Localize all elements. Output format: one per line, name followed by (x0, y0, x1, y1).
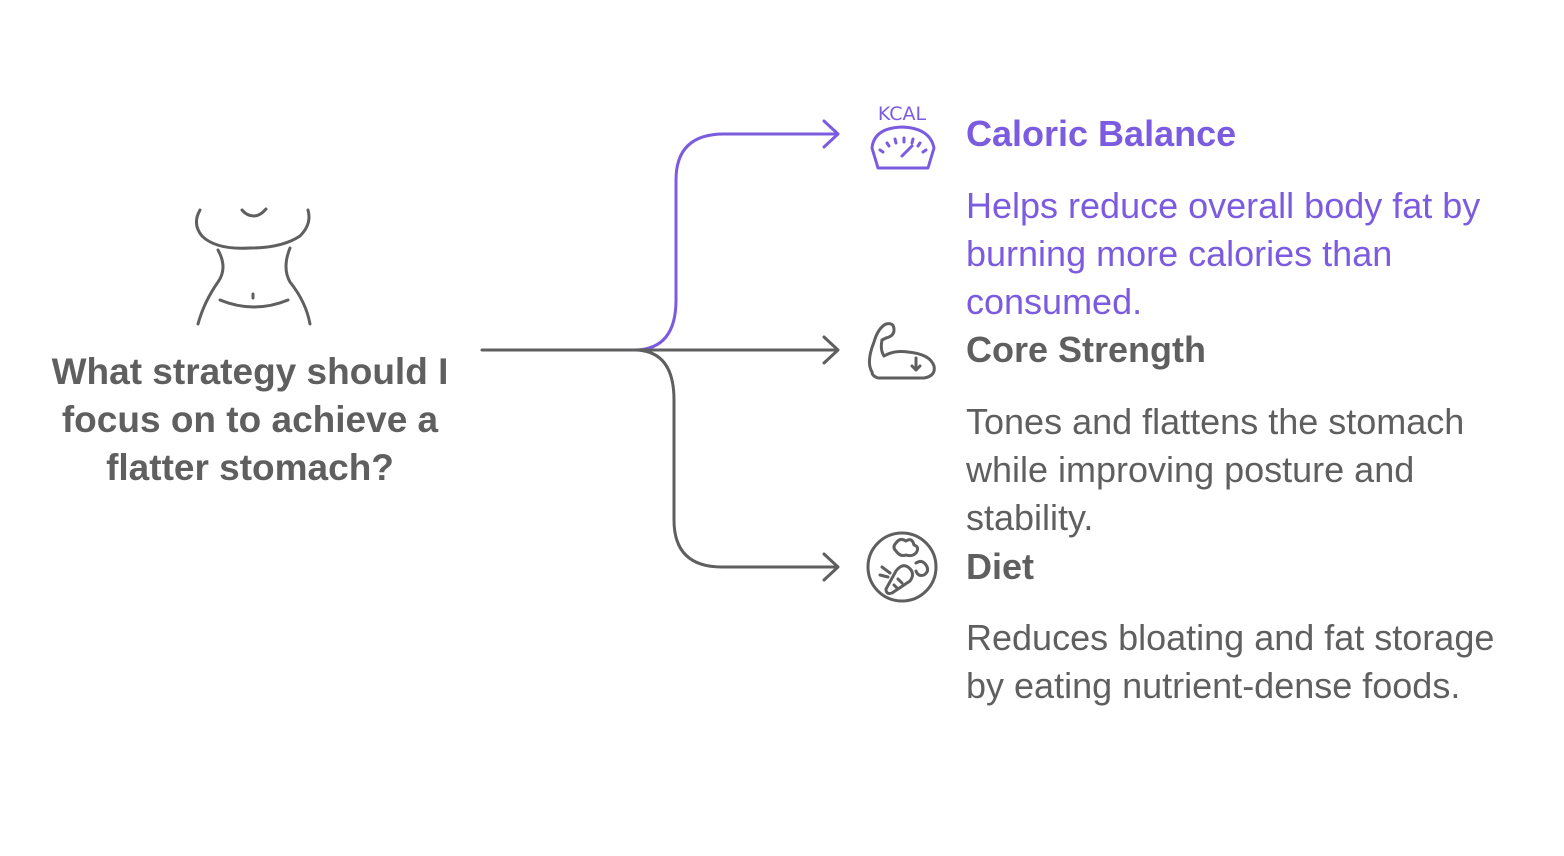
diet-description: Reduces bloating and fat storage by eati… (966, 617, 1495, 706)
arrowhead-core-strength (822, 335, 840, 365)
vegetables-icon (866, 531, 938, 603)
caloric-balance-description: Helps reduce overall body fat by burning… (966, 185, 1481, 322)
arrowhead-caloric-balance (822, 119, 840, 149)
kcal-scale-icon: KCAL (870, 103, 936, 170)
core-strength-description: Tones and flattens the stomach while imp… (966, 401, 1465, 538)
kcal-label: KCAL (878, 103, 927, 125)
question-text: What strategy should I focus on to achie… (51, 351, 449, 488)
diet-title: Diet (966, 546, 1035, 587)
core-strength-title: Core Strength (966, 329, 1207, 370)
waist-icon (195, 207, 312, 326)
caloric-balance-title: Caloric Balance (966, 113, 1237, 154)
connector-caloric-balance (632, 132, 838, 352)
arrowhead-diet (822, 552, 840, 582)
connector-diet (632, 348, 838, 569)
flexed-arm-icon (867, 322, 936, 380)
